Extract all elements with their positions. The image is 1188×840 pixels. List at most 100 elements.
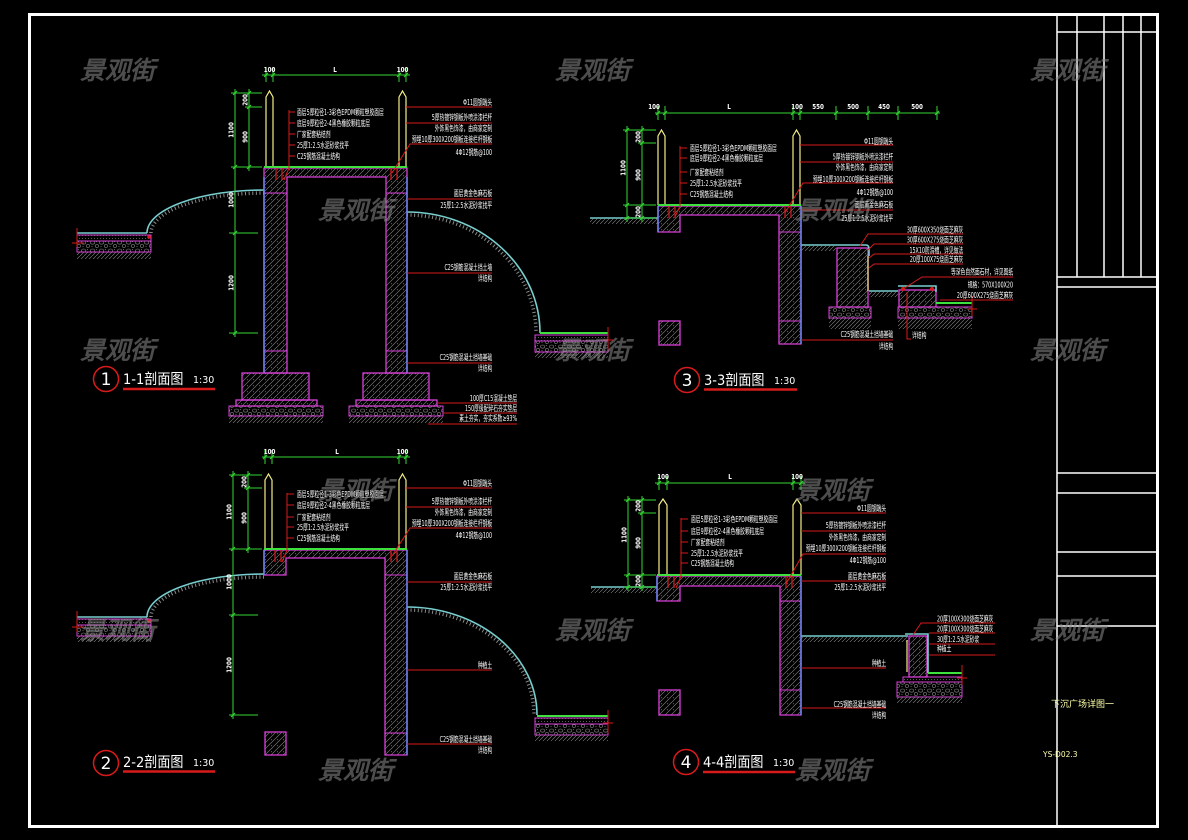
- railing-note: 5厚热镀锌钢板外喷涂漆栏杆: [826, 520, 887, 531]
- surface-layer-note: 面层5厚粒径1-3彩色EPDM颗粒塑胶面层: [297, 489, 384, 500]
- railing-note: 5厚热镀锌钢板外喷涂漆栏杆: [833, 151, 894, 162]
- dim-rotate-wrap: 900: [635, 537, 643, 549]
- railing-note: 5厚热镀锌钢板外喷涂漆栏杆: [432, 112, 493, 123]
- dim-post-tip-height: 200: [242, 94, 250, 106]
- footing-cap: [362, 372, 430, 401]
- dim-post-tip-height: 200: [241, 476, 249, 488]
- foundation-note: C25钢筋混凝土挡墙基础: [841, 329, 894, 340]
- watermark: 景观街: [318, 476, 398, 505]
- curb-wall: [908, 635, 928, 678]
- surface-layer-note: C25钢筋混凝土结构: [297, 151, 340, 162]
- wall-note: 种植土: [478, 660, 493, 671]
- gravel-bedding: [897, 306, 973, 319]
- stone-note-leaders: [902, 276, 1013, 301]
- railing-note-leaders: [784, 144, 893, 214]
- section-title: 1-1剖面图: [123, 371, 183, 388]
- dim-railing-total-height: 1100: [226, 504, 234, 520]
- isolated-footing-pad: [264, 731, 287, 756]
- railing-note: 预埋10厚300X200钢板连接栏杆钢板: [813, 174, 894, 185]
- watermark: 景观街: [1030, 56, 1110, 85]
- section-number-circle: [92, 365, 120, 393]
- step-note: 20厚100X75烧面芝麻灰: [910, 254, 964, 265]
- section-number: 1: [101, 370, 112, 390]
- railing-note: 4Φ12钢筋@100: [456, 147, 492, 158]
- railing-note: 外饰黑色饰漆，由商家定制: [435, 123, 493, 134]
- watermark: 景观街: [80, 336, 160, 365]
- planting-ground-soil: [801, 637, 908, 642]
- dim-clear-span: L: [728, 473, 732, 481]
- surface-layer-note: 厂家配套粘结剂: [691, 537, 725, 548]
- coping-note: 面层黄金色麻石板: [855, 199, 894, 210]
- gravel-base-layer: [534, 723, 609, 736]
- dim-post-width-left: 100: [264, 66, 276, 74]
- railing-anchor-bars: [275, 168, 398, 180]
- dimension-lines: [624, 476, 805, 591]
- footing-note: 100厚C15混凝土垫层: [470, 393, 518, 404]
- watermark: 景观街: [795, 756, 875, 785]
- railing-anchor-bars: [274, 550, 398, 562]
- compacted-soil: [229, 416, 323, 423]
- stone-note: 规格：570X100X20: [968, 279, 1013, 290]
- surface-layer-note: 底层9厚粒径2-4黑色橡胶颗粒底层: [691, 526, 764, 537]
- wall-note: 种植土: [872, 658, 887, 669]
- dim-post-width-right: 100: [791, 473, 803, 481]
- drawing-name: 下沉广场详图一: [1051, 698, 1114, 710]
- railing-note: 4Φ12钢筋@100: [456, 530, 492, 541]
- dim-post-tip-height: 200: [635, 131, 643, 143]
- paving-edge-marker: [72, 611, 84, 632]
- watermark-layer: 景观街 景观街 景观街 景观街 景观街 景观街 景观街 景观街 景观街 景观街 …: [80, 56, 1110, 785]
- dim-rotate-wrap: 1200: [226, 657, 234, 673]
- drawing-number: YS-D02.3: [1042, 750, 1078, 759]
- left-paving-plate: [72, 228, 152, 259]
- drawing-sheet-frame: [28, 13, 1159, 828]
- title-block: 下沉广场详图一 YS-D02.3: [1042, 16, 1156, 825]
- wall-outer-faces: [656, 576, 802, 715]
- right-paving-plate: [534, 327, 613, 358]
- coping-note: 面层黄金色麻石板: [454, 571, 493, 582]
- watermark: 景观街: [1030, 336, 1110, 365]
- step-note: 15X10防滑槽，详见做法: [909, 245, 963, 256]
- surface-layer-note: C25钢筋混凝土结构: [297, 533, 340, 544]
- surface-layer-note: 底层9厚粒径2-4黑色橡胶颗粒底层: [297, 500, 370, 511]
- dim-clear-span: L: [335, 448, 339, 456]
- railing-note: Φ11圆钢端头: [463, 478, 492, 489]
- watermark: 景观街: [80, 616, 160, 645]
- railing-note: 预埋10厚300X200钢板连接栏杆钢板: [806, 543, 887, 554]
- compacted-soil: [77, 252, 151, 259]
- paving-edge-marker: [603, 327, 613, 350]
- wall-note: C25钢筋混凝土挡土墙: [444, 262, 492, 273]
- dimension-lines: [623, 106, 940, 222]
- dim-rotate-wrap: 200: [635, 575, 643, 587]
- surface-layer-note: 厂家配套粘结剂: [297, 129, 331, 140]
- section-title: 4-4剖面图: [703, 754, 763, 771]
- wall-outer-faces: [263, 177, 408, 373]
- railing-posts: [657, 128, 801, 205]
- watermark: 景观街: [318, 756, 398, 785]
- railing-note-leaders: [785, 512, 886, 585]
- section-scale: 1:30: [774, 376, 795, 387]
- watermark: 景观街: [80, 56, 160, 85]
- dim-railing-total-height: 1100: [620, 160, 628, 176]
- section-title-block: 1 1-1剖面图 1:30: [92, 365, 215, 393]
- subgrade-note: 详结构: [912, 330, 927, 341]
- paving-edge-marker: [957, 665, 967, 685]
- coping-note: 面层黄金色麻石板: [848, 571, 887, 582]
- dim-rotate-wrap: 900: [635, 169, 643, 181]
- step-note: 种植土: [937, 643, 952, 654]
- surface-layer-note: 厂家配套粘结剂: [297, 512, 331, 523]
- edge-point: [930, 287, 934, 291]
- left-wall-footing: [228, 372, 324, 423]
- watermark: 景观街: [318, 196, 398, 225]
- wall-joint-lines: [779, 231, 801, 322]
- dim-lower-wall-height: 1200: [226, 657, 234, 673]
- wall-note-leaders: [801, 580, 886, 709]
- step-note: 30厚600X275烧面芝麻灰: [907, 234, 964, 245]
- dim-deck-above-ground: 200: [635, 575, 643, 587]
- dim-post-shaft-height: 900: [635, 169, 643, 181]
- step-note-leaders: [912, 622, 995, 656]
- dim-post-tip-height: 200: [635, 500, 643, 512]
- paving-edge-point: [147, 619, 151, 623]
- surface-layer-note: 25厚1:2.5水泥砂浆找平: [690, 178, 742, 189]
- wall-note-leaders: [407, 198, 492, 364]
